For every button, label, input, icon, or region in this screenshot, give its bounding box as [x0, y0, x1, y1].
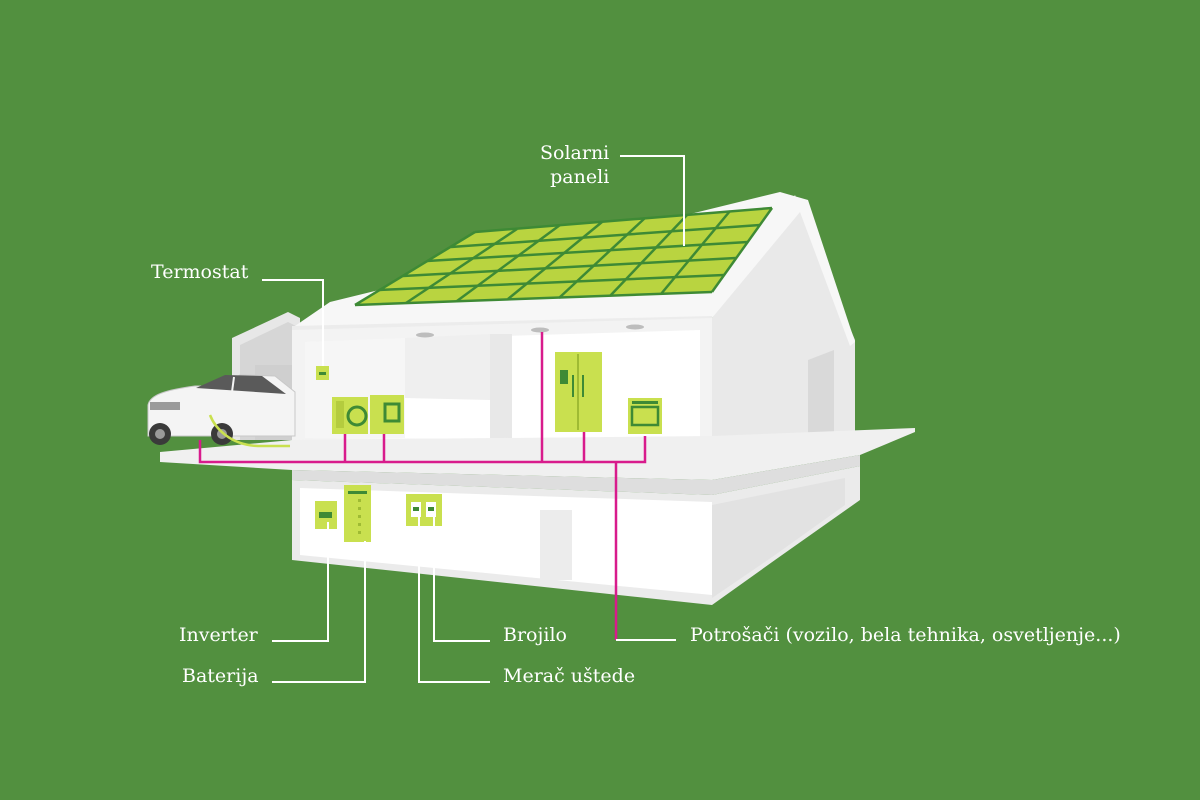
- battery-label: Baterija: [182, 665, 259, 687]
- solar-panel-icon: [354, 206, 774, 307]
- solar-panels-label-line1: Solarni: [540, 142, 610, 164]
- thermostat-icon: [316, 366, 329, 380]
- refrigerator-icon: [555, 352, 602, 432]
- thermostat-label: Termostat: [151, 261, 249, 283]
- savings-meter-label: Merač uštede: [503, 665, 636, 687]
- oven-icon: [628, 398, 662, 434]
- battery-icon: [344, 485, 371, 542]
- meter-label: Brojilo: [503, 624, 567, 646]
- solar-panels-label: Solarni paneli: [540, 141, 609, 189]
- inverter-label: Inverter: [179, 624, 258, 646]
- solar-panels-label-line2: paneli: [550, 166, 610, 188]
- callout-lines: [262, 155, 685, 683]
- inverter-icon: [315, 501, 337, 529]
- consumers-label: Potrošači (vozilo, bela tehnika, osvetlj…: [690, 624, 1121, 646]
- power-wiring: [198, 332, 647, 640]
- electric-car-icon: [147, 374, 296, 448]
- washing-machine-icon: [332, 395, 404, 434]
- meter-icon: [406, 494, 442, 526]
